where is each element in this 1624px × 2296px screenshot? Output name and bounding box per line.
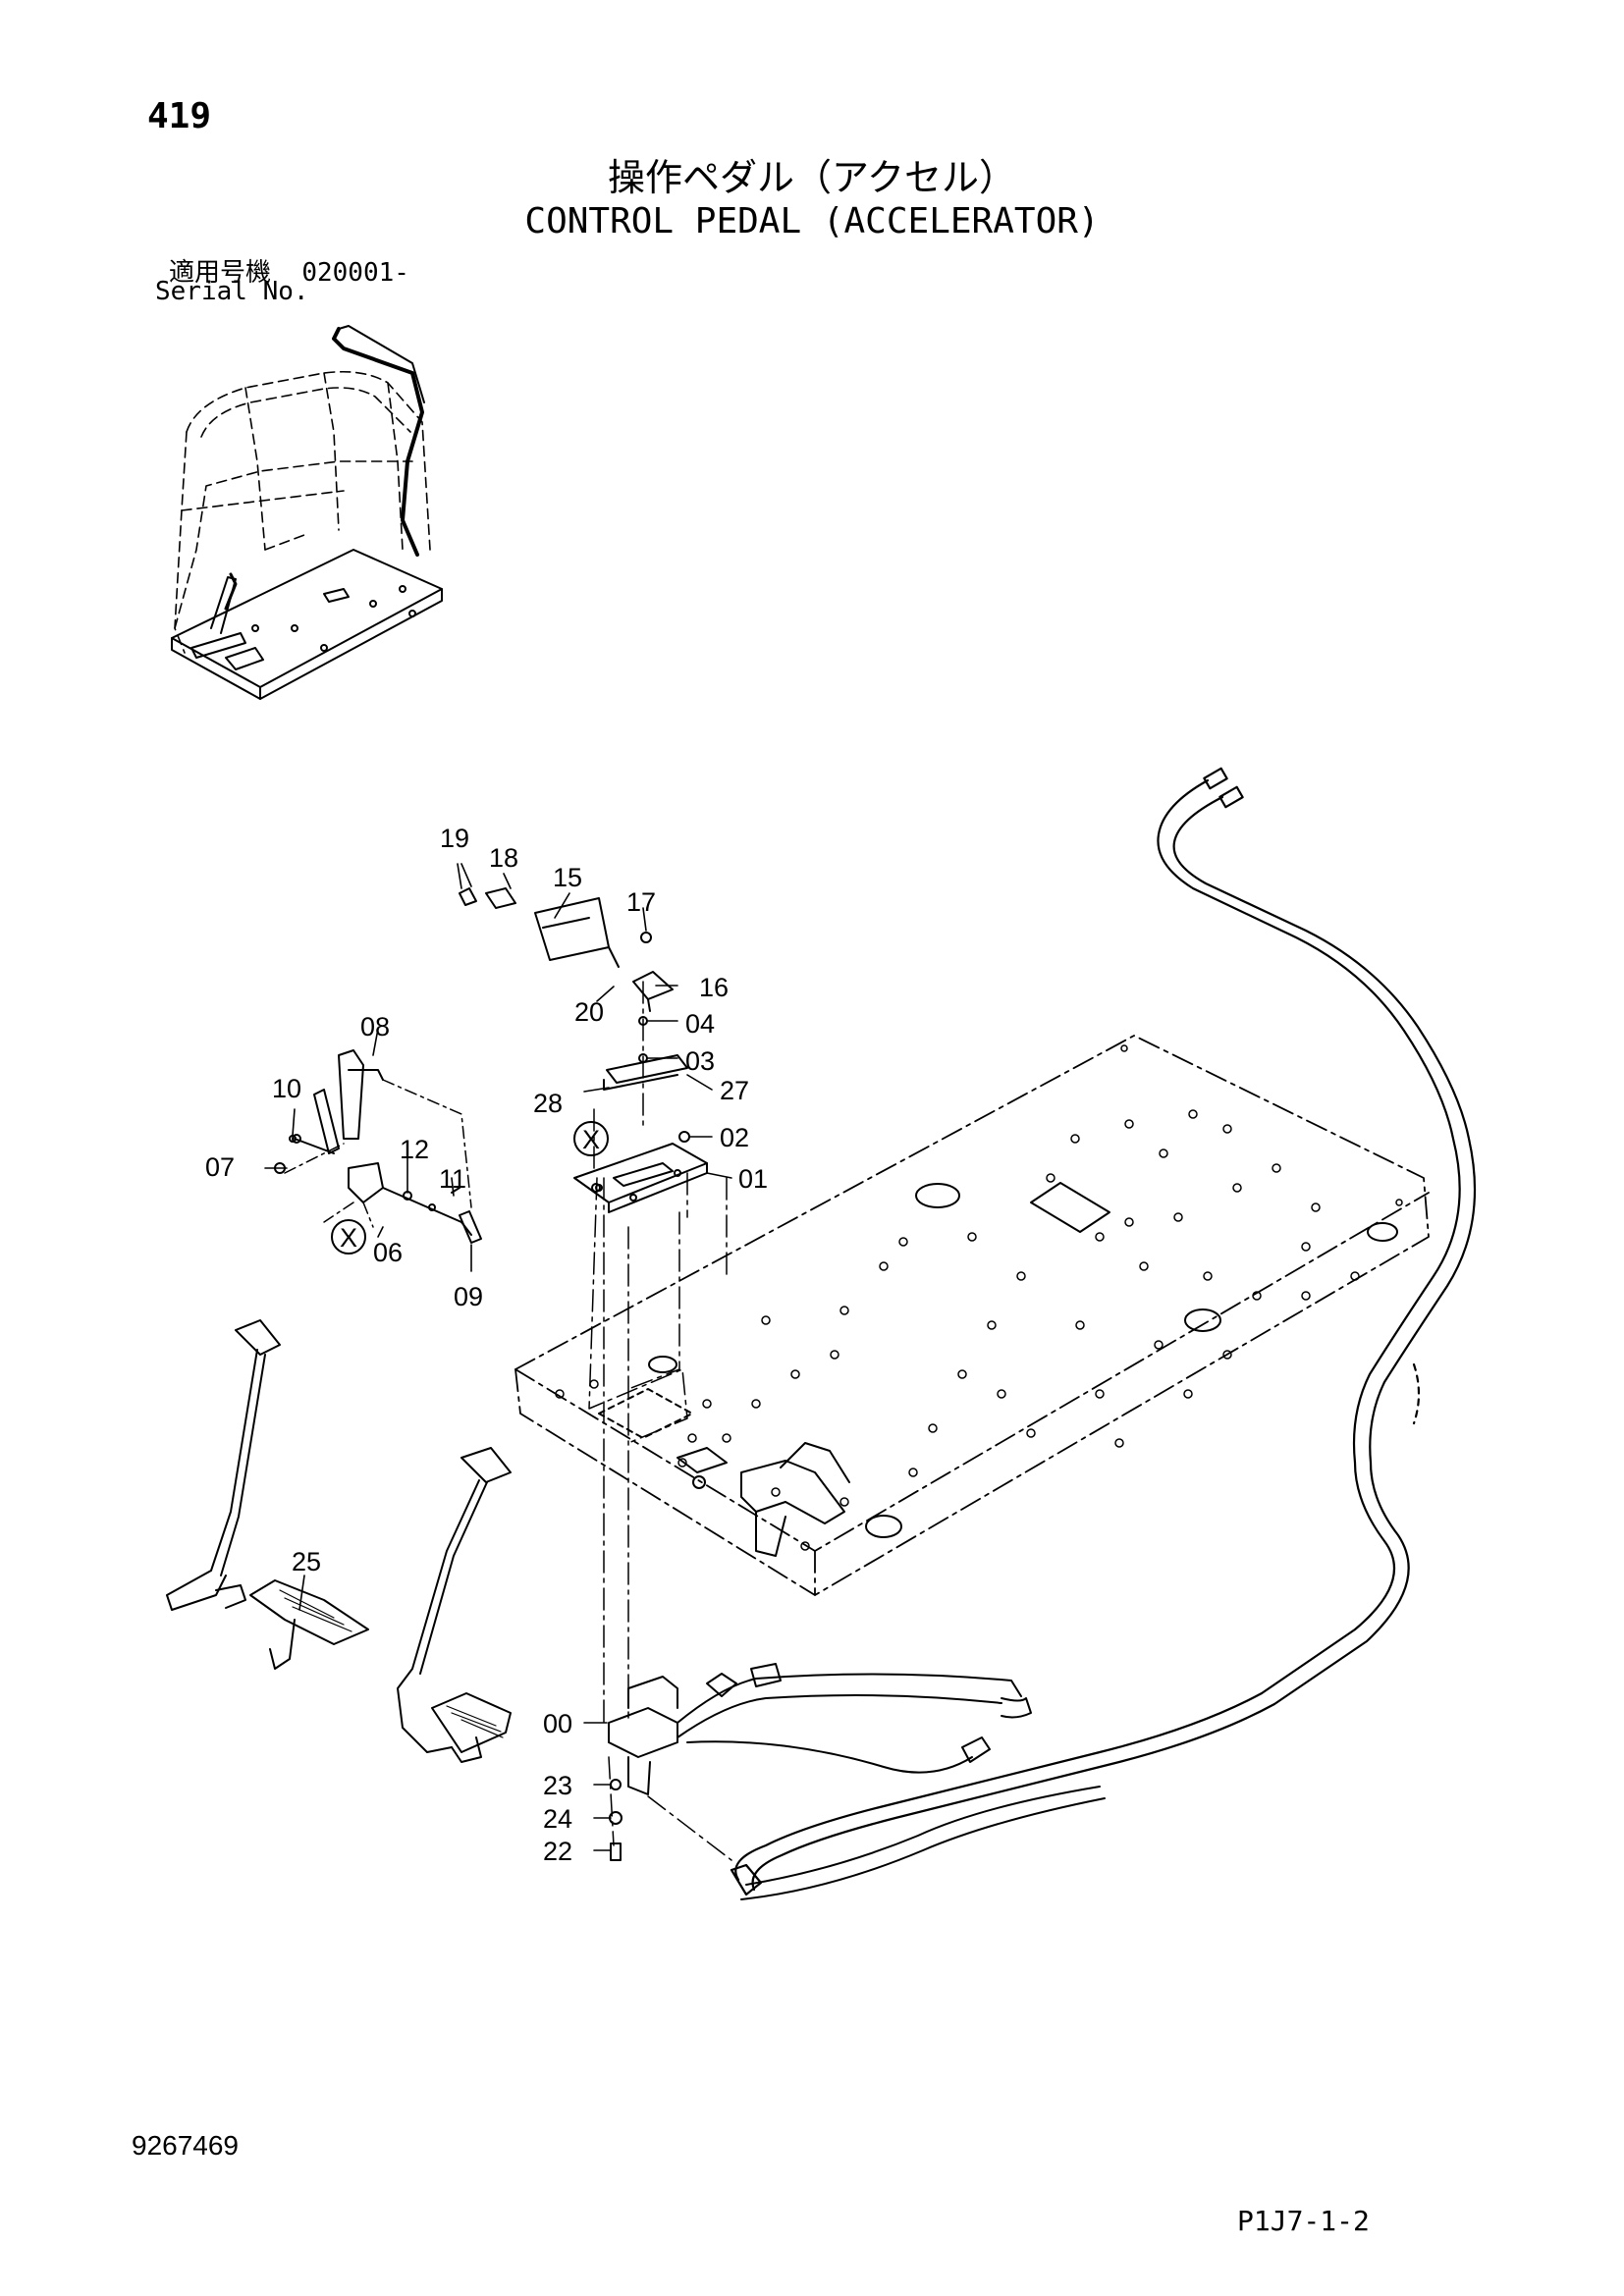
callout-10: 10 [272, 1074, 301, 1103]
title-english: CONTROL PEDAL (ACCELERATOR) [524, 201, 1100, 241]
callout-11: 11 [439, 1164, 466, 1194]
callout-17: 17 [626, 887, 656, 917]
title-japanese: 操作ペダル（アクセル） [607, 156, 1017, 199]
callout-19: 19 [440, 824, 469, 853]
pedal-25 [166, 1319, 369, 1670]
callout-25: 25 [292, 1547, 321, 1576]
callout-00: 00 [543, 1709, 572, 1738]
callout-02: 02 [720, 1123, 749, 1152]
callout-01: 01 [738, 1164, 768, 1194]
reference-marker-2 [331, 1219, 366, 1255]
serial-value: 020001- [301, 258, 409, 288]
hardware-items [292, 1134, 623, 1861]
callout-23: 23 [543, 1771, 572, 1800]
leader-lines [264, 863, 732, 1851]
callout-06: 06 [373, 1238, 403, 1267]
callout-18: 18 [489, 843, 518, 873]
linkage-group [274, 1049, 482, 1244]
cable-harness [730, 767, 1477, 1896]
callout-28: 28 [533, 1089, 563, 1118]
callout-15: 15 [553, 863, 582, 892]
serial-label-en: Serial No. [155, 277, 309, 306]
page-number: 419 [147, 96, 212, 136]
floor-plate [514, 1035, 1430, 1596]
serial-label-jp: 適用号機 [169, 258, 272, 288]
callout-16: 16 [699, 973, 729, 1002]
accelerator-pedal [397, 1447, 512, 1763]
pilot-valve-assembly [588, 981, 1106, 1900]
page-code: P1J7-1-2 [1237, 2205, 1370, 2237]
callout-27: 27 [720, 1076, 749, 1105]
cab-overview-thumbnail [171, 325, 443, 700]
callout-24: 24 [543, 1804, 572, 1834]
reference-marker-letter: X [340, 1223, 357, 1253]
callout-04: 04 [685, 1009, 715, 1039]
callout-07: 07 [205, 1152, 235, 1182]
reference-marker-1 [573, 1121, 609, 1156]
callout-22: 22 [543, 1837, 572, 1866]
callout-08: 08 [360, 1012, 390, 1041]
callout-03: 03 [685, 1046, 715, 1076]
serial-line: 適用号機 020001- [169, 252, 409, 289]
pedal-bracket-group [459, 887, 708, 1213]
callout-09: 09 [454, 1282, 483, 1311]
callout-20: 20 [574, 997, 604, 1027]
reference-marker-letter: X [582, 1125, 600, 1154]
document-number: 9267469 [132, 2130, 240, 2161]
callout-12: 12 [400, 1135, 429, 1164]
